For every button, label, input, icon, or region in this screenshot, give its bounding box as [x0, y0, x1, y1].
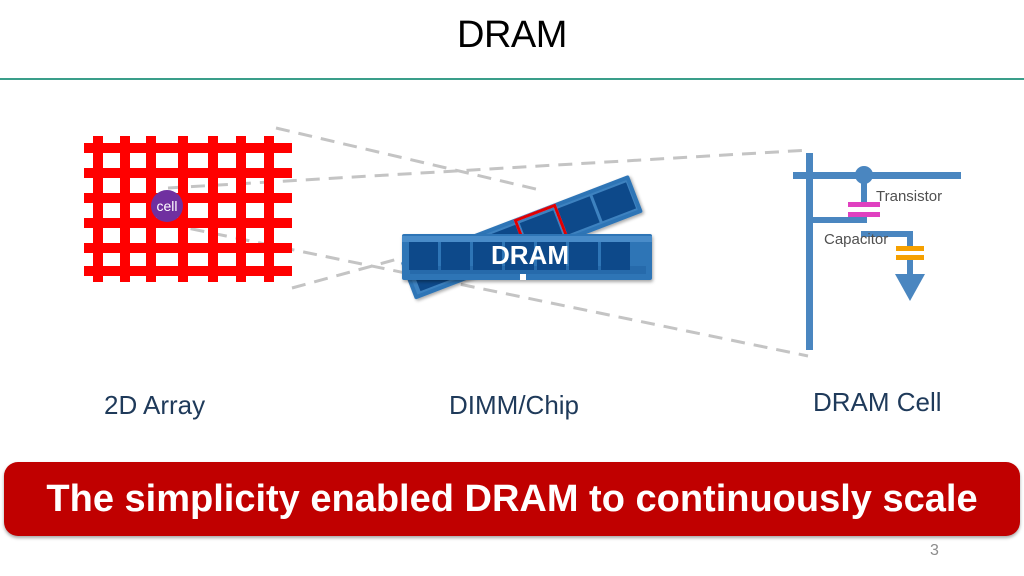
- zoom-line-bottom-right: [167, 222, 809, 358]
- array-caption: 2D Array: [104, 390, 206, 420]
- grid-column: [208, 136, 218, 282]
- slide-title: DRAM: [457, 14, 567, 56]
- dimm-chip: [505, 242, 534, 270]
- dimm-chip-label: DRAM: [491, 240, 569, 270]
- bitline: [806, 153, 813, 350]
- storage-wire-vertical: [907, 231, 913, 247]
- wordline: [793, 172, 961, 179]
- dimm-module-flat: [402, 234, 652, 280]
- grid-column: [120, 136, 130, 282]
- transistor-gate-plate: [848, 202, 880, 207]
- cell-label: cell: [156, 198, 177, 214]
- dimm-chip: [601, 242, 630, 270]
- cell-marker: [151, 190, 183, 222]
- capacitor-bottom-plate: [896, 255, 924, 260]
- grid-column: [264, 136, 274, 282]
- dimm-chip: [569, 242, 598, 270]
- dimm-chip: [441, 242, 470, 270]
- transistor-label: Transistor: [876, 188, 942, 205]
- grid-column: [236, 136, 246, 282]
- ground-arrow: [895, 274, 925, 301]
- gate-wire: [861, 175, 867, 203]
- dimm-chip: [473, 242, 502, 270]
- cell-connect-wire: [809, 217, 867, 223]
- capacitor-top-plate: [896, 246, 924, 251]
- capacitor-label: Capacitor: [824, 231, 888, 248]
- dimm-chip: [409, 242, 438, 270]
- dimm-chip: [537, 242, 566, 270]
- dimm-caption: DIMM/Chip: [449, 390, 580, 420]
- zoom-line-top-right: [167, 148, 811, 190]
- grid-column: [178, 136, 188, 282]
- takeaway-banner: The simplicity enabled DRAM to continuou…: [4, 462, 1020, 536]
- grid-column: [146, 136, 156, 282]
- ground-wire: [907, 260, 913, 276]
- page-number: 3: [930, 542, 939, 559]
- grid-column: [93, 136, 103, 282]
- transistor-channel-plate: [848, 212, 880, 217]
- storage-wire-horizontal: [861, 231, 913, 237]
- dimm-notch: [520, 274, 526, 280]
- dram-cell-caption: DRAM Cell: [813, 387, 942, 417]
- takeaway-text: The simplicity enabled DRAM to continuou…: [46, 477, 978, 520]
- dimm-chip: [592, 182, 637, 222]
- dram-cell-schematic: [793, 153, 961, 350]
- memory-array-grid: [84, 136, 292, 282]
- dimm-chip: [556, 196, 600, 236]
- title-divider: [0, 78, 1024, 80]
